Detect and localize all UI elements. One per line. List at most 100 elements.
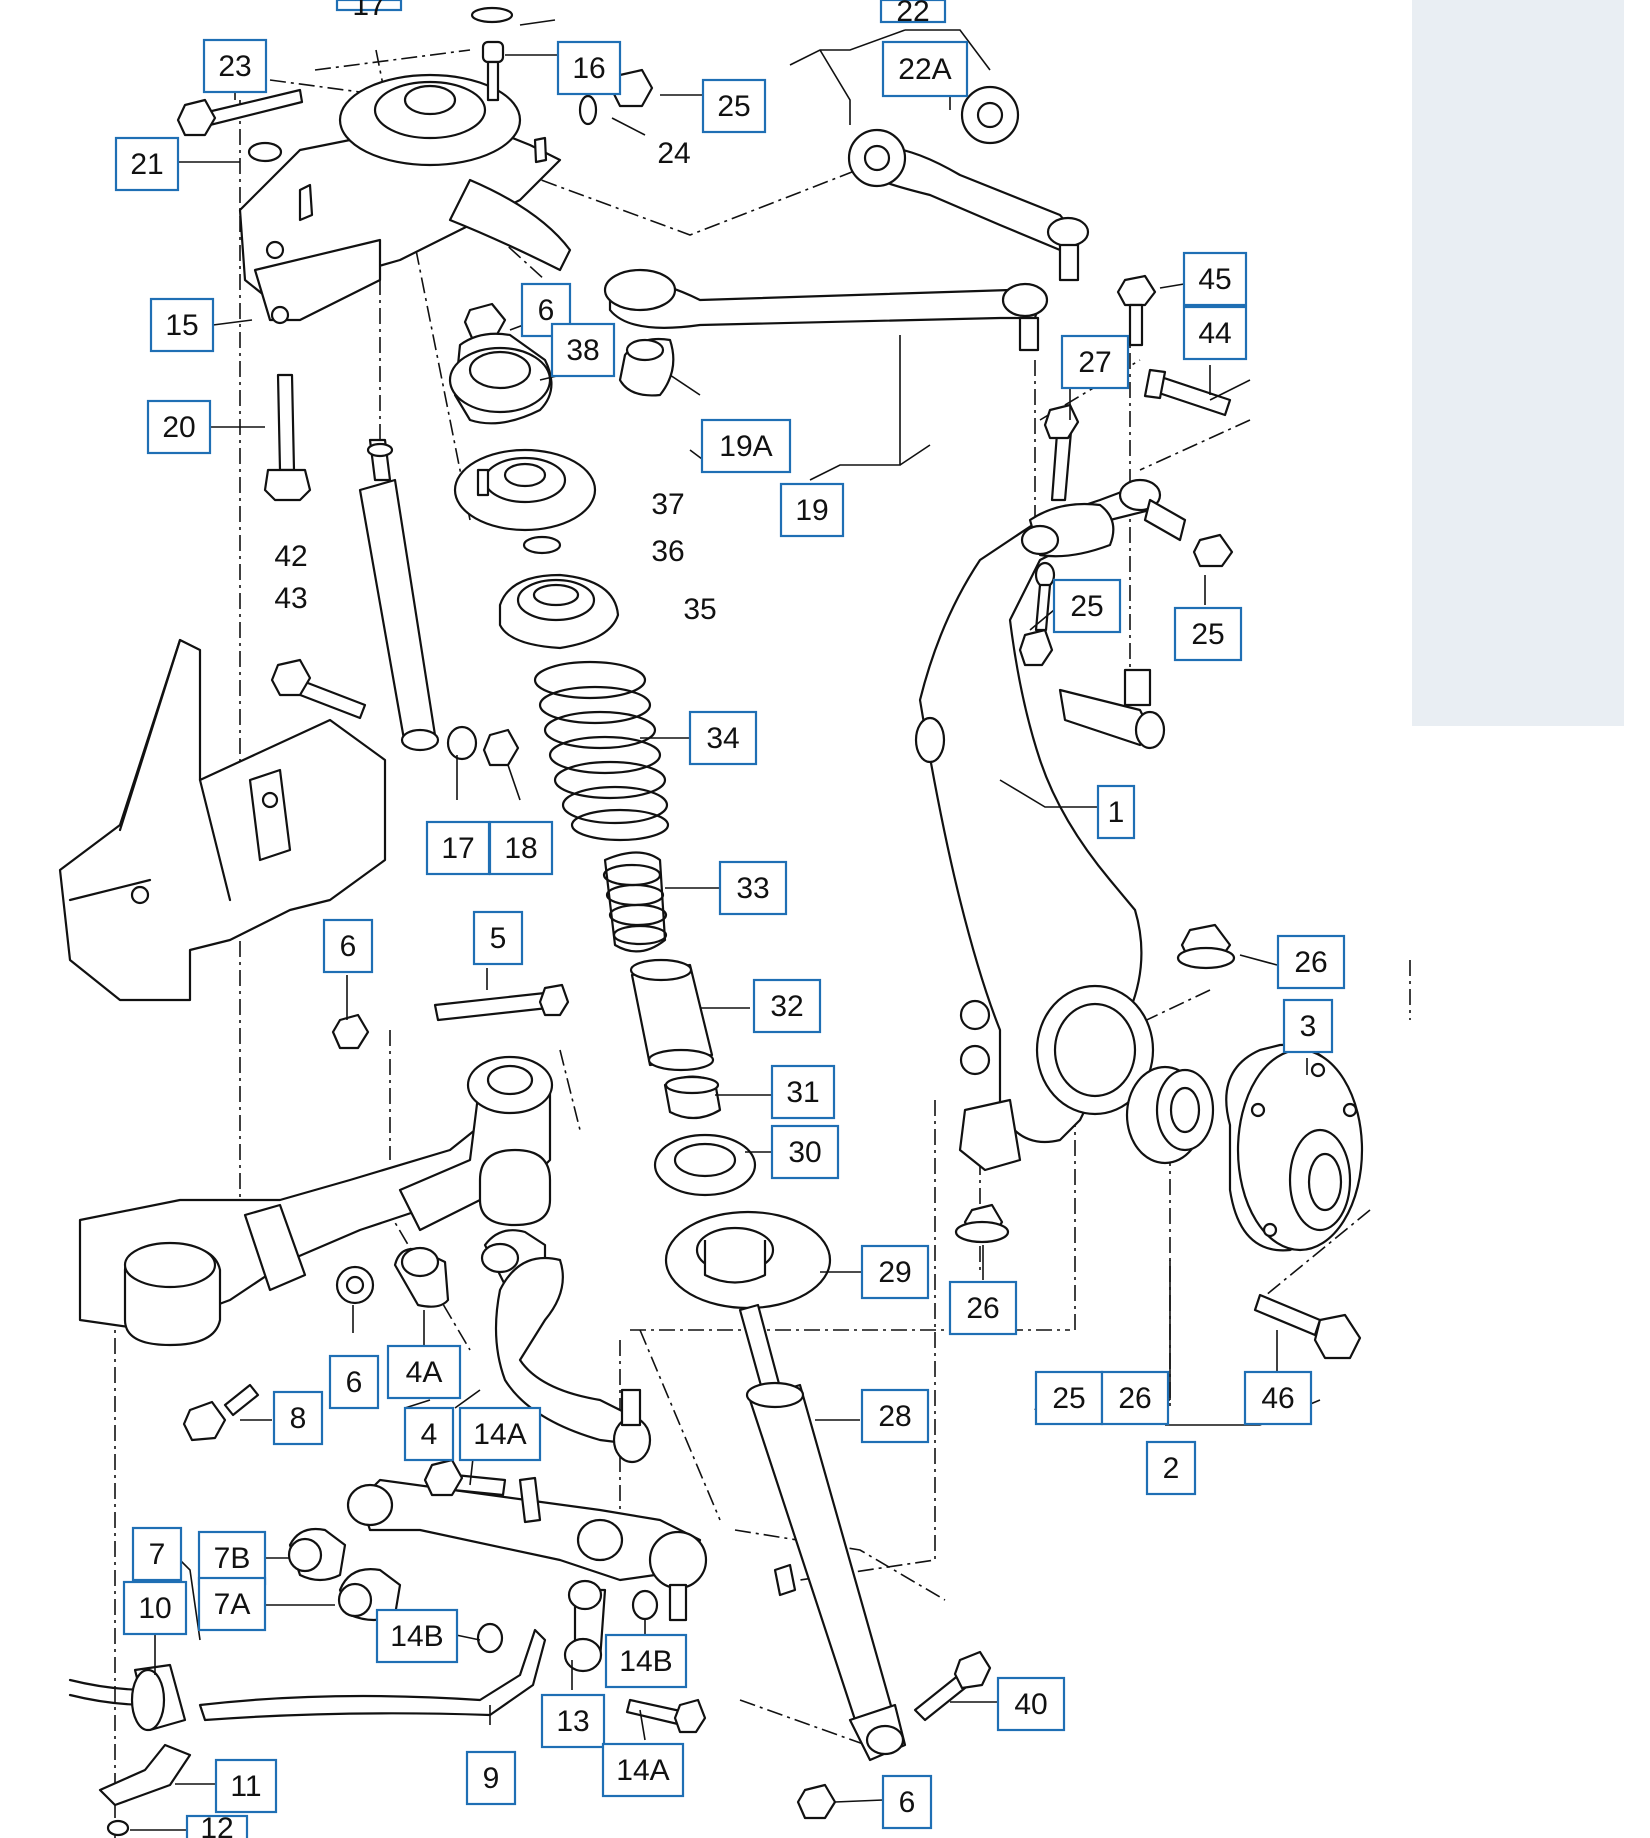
callout-number: 8 — [290, 1402, 307, 1435]
callout-box — [718, 860, 788, 916]
callout-13: 13 — [540, 1693, 606, 1749]
callout-box — [1276, 934, 1346, 990]
bolt-8 — [182, 1383, 260, 1442]
callout-box — [770, 1064, 836, 1120]
stud-16-17 — [470, 6, 514, 102]
callout-20: 20 — [146, 399, 212, 455]
callout-22A: 22A — [881, 40, 969, 98]
callout-number: 22 — [896, 0, 929, 28]
ball-joint-lower — [1058, 668, 1166, 750]
callout-28: 28 — [860, 1388, 930, 1444]
callout-number: 18 — [504, 832, 537, 865]
callout-number: 15 — [165, 309, 198, 342]
callout-number: 44 — [1198, 317, 1231, 350]
callout-number: 5 — [490, 922, 507, 955]
callout-box — [550, 322, 616, 378]
callout-number: 38 — [566, 334, 599, 367]
callout-25c: 25 — [1173, 606, 1243, 662]
callout-2: 2 — [1145, 1440, 1197, 1496]
callout-number: 33 — [736, 872, 769, 905]
spring-plate-29 — [664, 1210, 832, 1310]
callout-25d: 25 — [1034, 1370, 1104, 1426]
callout-40: 40 — [996, 1676, 1066, 1732]
callout-box — [488, 820, 554, 876]
bolt-20 — [263, 373, 312, 502]
callout-12: 12 — [185, 1812, 249, 1838]
callout-33: 33 — [718, 860, 788, 916]
callout-box — [1182, 305, 1248, 361]
callout-box — [328, 1354, 380, 1410]
bolt-40 — [913, 1650, 992, 1722]
nut-6-bottom — [796, 1783, 837, 1820]
callout-box — [1060, 334, 1130, 390]
callout-number: 10 — [138, 1592, 171, 1625]
callout-box — [146, 399, 212, 455]
bolt-43 — [270, 658, 367, 720]
callout-7B: 7B — [197, 1530, 267, 1586]
callout-number: 7A — [214, 1588, 251, 1621]
callout-6d: 6 — [881, 1774, 933, 1830]
callout-26c: 26 — [1100, 1370, 1170, 1426]
bolt-14A-bottom — [625, 1698, 707, 1734]
subframe-lower — [78, 1108, 542, 1347]
callout-30: 30 — [770, 1124, 840, 1180]
callout-number: 2 — [1163, 1452, 1180, 1485]
callout-box — [1173, 606, 1243, 662]
callout-box — [604, 1633, 688, 1689]
callout-box — [214, 1758, 278, 1814]
callout-number: 25 — [717, 90, 750, 123]
callout-number: 4 — [421, 1418, 438, 1451]
callout-number: 12 — [200, 1812, 233, 1838]
callout-15: 15 — [149, 297, 215, 353]
callout-number: 9 — [483, 1762, 500, 1795]
callout-box — [322, 918, 374, 974]
part-number-35: 35 — [683, 593, 716, 626]
upper-strut-mount — [238, 73, 572, 325]
callout-box — [403, 1406, 455, 1462]
callout-box — [1052, 578, 1122, 634]
trailing-arm-7 — [346, 1476, 708, 1622]
callout-number: 7 — [149, 1538, 166, 1571]
callout-11: 11 — [214, 1758, 278, 1814]
callout-box — [881, 40, 969, 98]
lower-arm-5 — [398, 1055, 554, 1232]
callout-box — [197, 1530, 267, 1586]
callout-23: 23 — [202, 38, 268, 94]
bolt-45-44 — [1116, 274, 1232, 417]
callout-box — [335, 0, 403, 12]
callout-number: 40 — [1014, 1688, 1047, 1721]
callout-number: 6 — [346, 1366, 363, 1399]
callout-box — [701, 78, 767, 134]
callout-16: 16 — [556, 40, 622, 96]
spring-seat-35 — [498, 573, 620, 650]
callout-box — [375, 1608, 459, 1664]
callout-21: 21 — [114, 136, 180, 192]
callout-number: 14B — [390, 1620, 443, 1653]
washer-21 — [247, 141, 283, 163]
callout-box — [1096, 784, 1136, 840]
callout-14Aa: 14A — [458, 1406, 542, 1462]
strut-top-bearing — [448, 302, 597, 555]
callout-box — [425, 820, 491, 876]
callout-number: 21 — [130, 148, 163, 181]
callout-number: 45 — [1198, 263, 1231, 296]
callout-box — [114, 136, 180, 192]
callout-number: 46 — [1261, 1382, 1294, 1415]
callout-number: 14B — [619, 1645, 672, 1678]
callout-box — [472, 910, 524, 966]
callout-box — [752, 978, 822, 1034]
callout-44: 44 — [1182, 305, 1248, 361]
callout-number: 4A — [406, 1356, 443, 1389]
callout-17b: 17 — [425, 820, 491, 876]
callout-number: 14A — [616, 1754, 669, 1787]
callout-number: 25 — [1070, 590, 1103, 623]
callout-14Ba: 14B — [375, 1608, 459, 1664]
subframe-left — [58, 638, 387, 1002]
callout-box — [185, 1814, 249, 1838]
callout-6a: 6 — [520, 282, 572, 338]
callout-number: 30 — [788, 1136, 821, 1169]
callout-number: 16 — [572, 52, 605, 85]
nut-25-top — [578, 68, 654, 126]
